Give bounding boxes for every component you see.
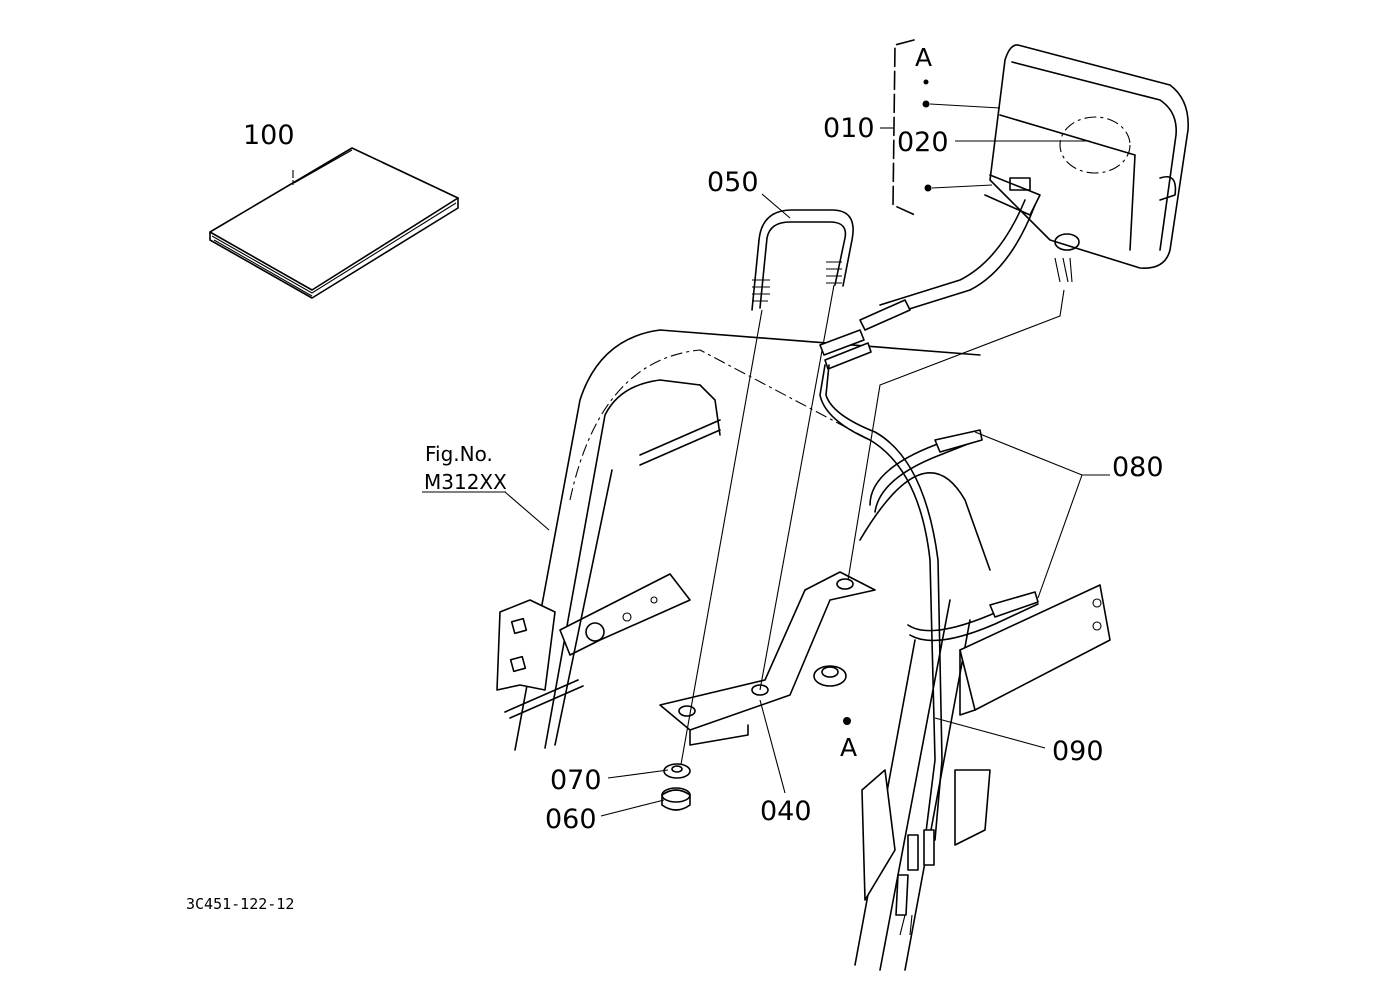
- flange-nut: [813, 289, 1065, 725]
- marker-a-bottom: A: [840, 733, 857, 762]
- label-070: 070: [550, 765, 602, 796]
- cable-tie-lower: [907, 591, 1039, 642]
- work-lamp: [984, 44, 1189, 283]
- callout-labels: 100 050 010 020 080 090 070 060 040 A A: [243, 43, 1164, 835]
- label-060: 060: [545, 804, 597, 835]
- label-010: 010: [823, 113, 875, 144]
- manual-booklet: [209, 147, 459, 299]
- label-080: 080: [1112, 452, 1164, 483]
- label-020: 020: [897, 127, 949, 158]
- drawing-code: 3C451-122-12: [186, 895, 294, 913]
- marker-a-top: A: [915, 43, 932, 72]
- cable-tie-upper: [869, 429, 983, 513]
- label-050: 050: [707, 167, 759, 198]
- stay-bracket: [659, 571, 876, 746]
- figure-reference: Fig.No. M312XX: [422, 442, 507, 494]
- rops-frame: [496, 329, 1111, 971]
- leader-lines: [292, 127, 1110, 817]
- figure-ref-line1: Fig.No.: [425, 442, 493, 466]
- figure-ref-line2: M312XX: [424, 470, 507, 494]
- label-100: 100: [243, 120, 295, 151]
- nut-and-washer: [661, 763, 691, 811]
- detail-a-bracket: [892, 39, 1001, 216]
- wire-harness: [819, 199, 1036, 936]
- label-090: 090: [1052, 736, 1104, 767]
- label-040: 040: [760, 796, 812, 827]
- u-bolt: [679, 209, 854, 771]
